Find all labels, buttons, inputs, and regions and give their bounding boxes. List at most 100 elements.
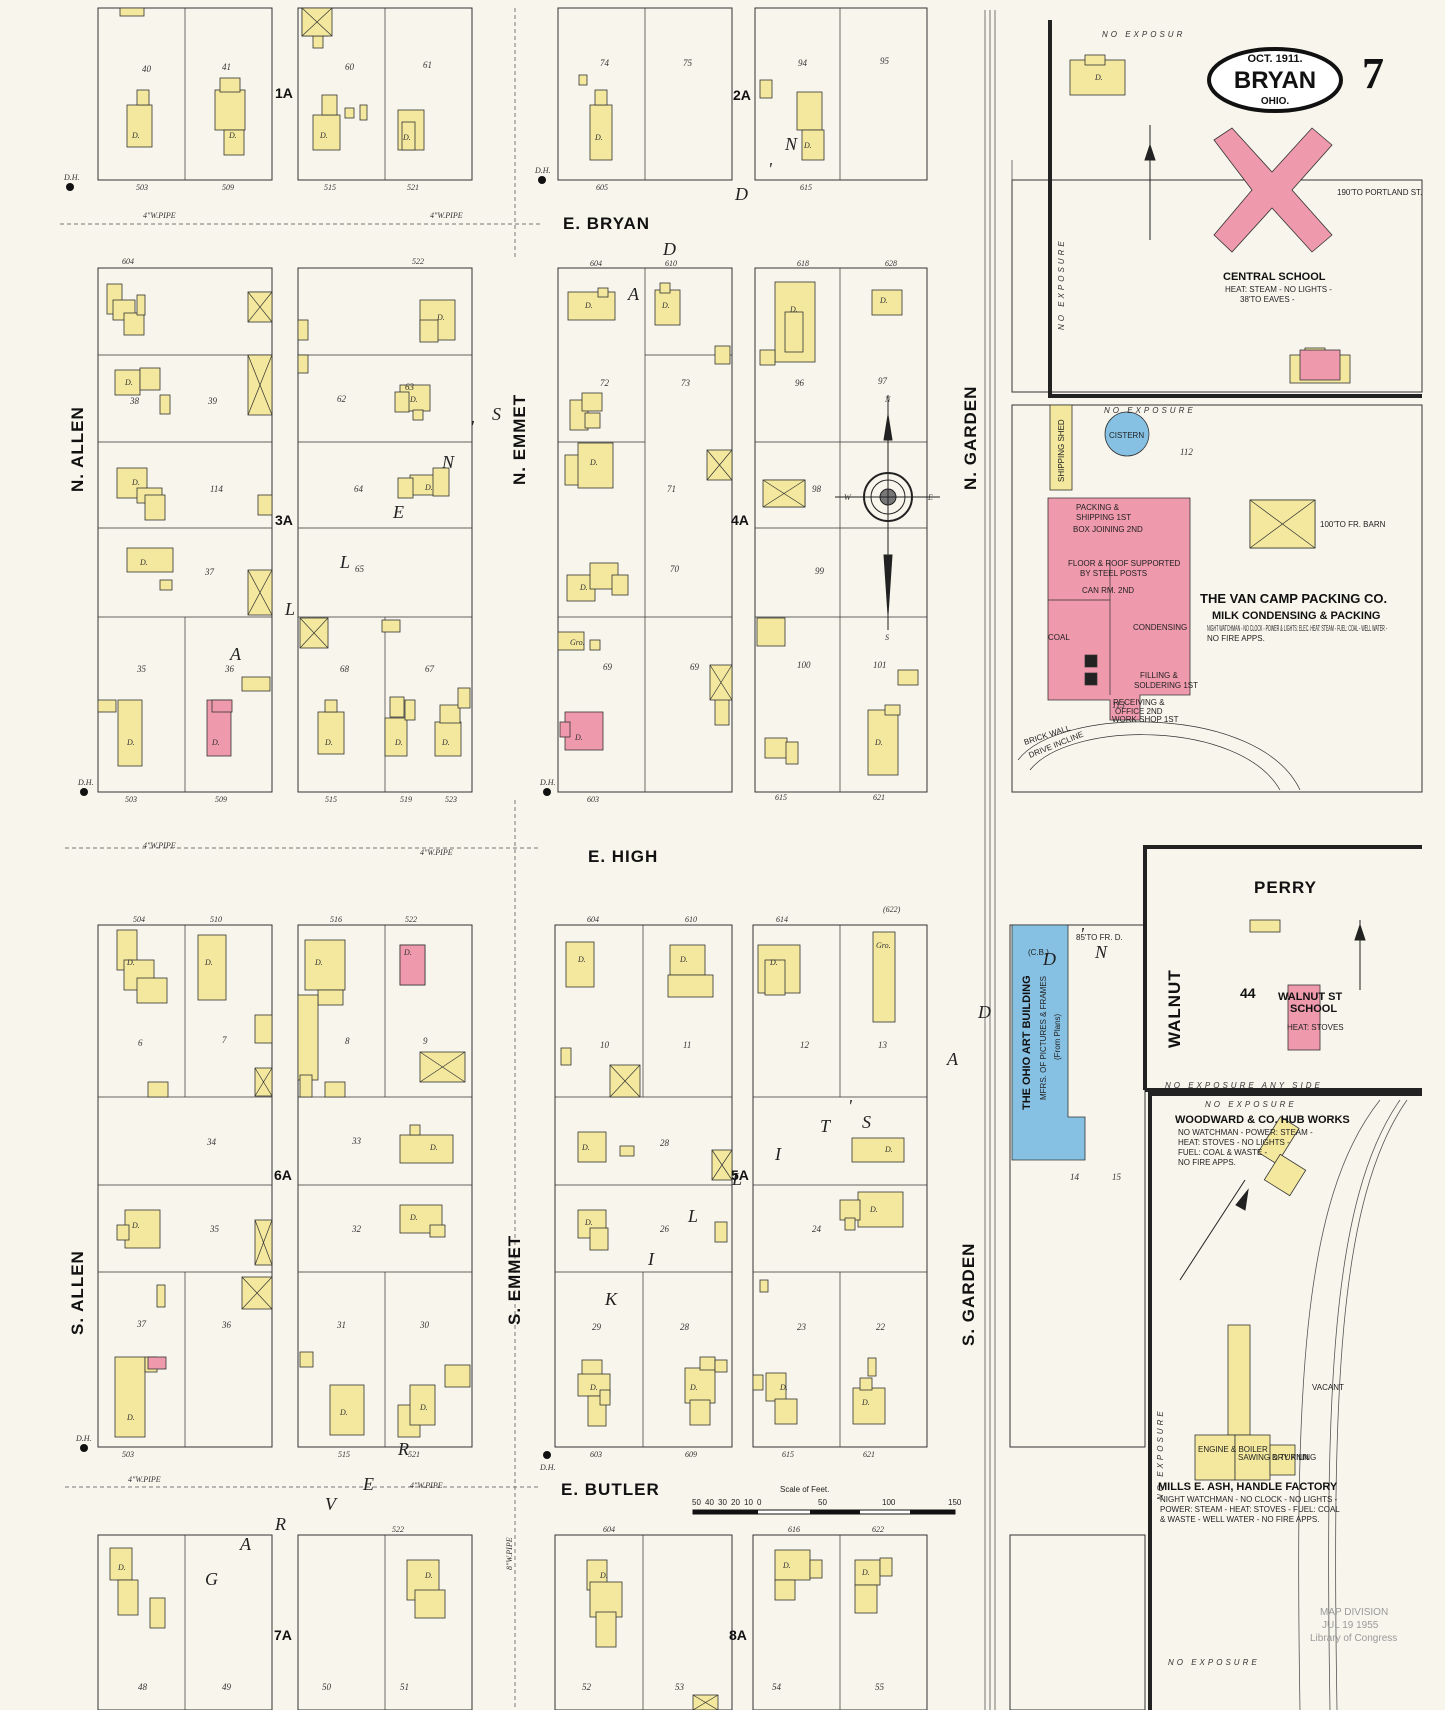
svg-text:622: 622 xyxy=(872,1525,884,1534)
svg-text:69: 69 xyxy=(690,662,700,672)
svg-text:D.: D. xyxy=(599,1571,608,1580)
lot-numbers: 40 41 60 61 74 75 94 95 38 39 62 63 114 … xyxy=(129,56,1193,1692)
svg-text:D.: D. xyxy=(424,1571,433,1580)
svg-text:41: 41 xyxy=(222,62,231,72)
addition-letter: E xyxy=(362,1474,376,1494)
svg-text:Gro.: Gro. xyxy=(876,941,891,950)
svg-text:D.: D. xyxy=(131,1221,140,1230)
svg-text:28: 28 xyxy=(660,1138,670,1148)
svg-text:34: 34 xyxy=(206,1137,217,1147)
svg-text:24: 24 xyxy=(812,1224,822,1234)
svg-text:62: 62 xyxy=(337,394,347,404)
svg-text:621: 621 xyxy=(873,793,885,802)
ohio-art-building xyxy=(1011,924,1086,1161)
exposure-borders xyxy=(1048,20,1422,1710)
dwellings xyxy=(97,7,1351,1648)
brick-buildings xyxy=(147,127,1341,1370)
block-number: 44 xyxy=(1240,985,1256,1001)
svg-text:D.: D. xyxy=(319,131,328,140)
pipe-label: 4"W.PIPE xyxy=(430,211,463,220)
svg-text:510: 510 xyxy=(210,915,222,924)
addition-letter: R xyxy=(397,1439,411,1459)
scale-tick: 50 xyxy=(818,1498,827,1507)
svg-text:98: 98 xyxy=(812,484,822,494)
street-n-emmet: N. EMMET xyxy=(510,394,529,485)
van-camp-room: BY STEEL POSTS xyxy=(1080,569,1147,578)
svg-text:63: 63 xyxy=(405,382,415,392)
addition-letter: R xyxy=(274,1514,288,1534)
handle-factory-note: NIGHT WATCHMAN - NO CLOCK - NO LIGHTS - xyxy=(1160,1495,1338,1504)
svg-text:D.: D. xyxy=(1094,73,1103,82)
van-camp-note: NO FIRE APPS. xyxy=(1207,634,1265,643)
scale-tick: 0 xyxy=(757,1498,762,1507)
svg-text:40: 40 xyxy=(142,64,152,74)
compass-n: N xyxy=(884,395,891,404)
svg-text:12: 12 xyxy=(800,1040,810,1050)
svg-text:D.: D. xyxy=(679,955,688,964)
exposure-note: NO EXPOSURE xyxy=(1168,1658,1260,1667)
svg-text:522: 522 xyxy=(405,915,417,924)
svg-text:616: 616 xyxy=(788,1525,800,1534)
svg-text:610: 610 xyxy=(665,259,677,268)
street-n-allen: N. ALLEN xyxy=(68,406,87,492)
svg-text:628: 628 xyxy=(885,259,897,268)
svg-text:604: 604 xyxy=(603,1525,615,1534)
compass-w: W xyxy=(844,493,852,502)
svg-text:114: 114 xyxy=(210,484,223,494)
svg-text:D.: D. xyxy=(589,458,598,467)
svg-text:D.: D. xyxy=(689,1383,698,1392)
van-camp-room: OFFICE 2ND xyxy=(1115,707,1163,716)
van-camp-room: CAN RM. 2ND xyxy=(1082,586,1134,595)
svg-text:D.: D. xyxy=(339,1408,348,1417)
svg-text:9: 9 xyxy=(423,1036,428,1046)
svg-text:D.: D. xyxy=(124,378,133,387)
svg-text:D.: D. xyxy=(394,738,403,747)
svg-text:71: 71 xyxy=(667,484,676,494)
svg-text:113: 113 xyxy=(1112,700,1125,710)
scale-tick: 100 xyxy=(882,1498,896,1507)
handle-factory-name: MILLS E. ASH, HANDLE FACTORY xyxy=(1158,1481,1338,1493)
central-school-name: CENTRAL SCHOOL xyxy=(1223,271,1326,283)
exposure-note: NO EXPOSUR xyxy=(1102,30,1185,39)
shed-crosses xyxy=(241,7,1316,1710)
block-number: 5A xyxy=(731,1167,749,1183)
addition-letter: A xyxy=(627,284,641,304)
addition-letter: S xyxy=(862,1112,873,1132)
ohio-art-plans: (From Plans) xyxy=(1053,1013,1062,1060)
pipe-label: 4"W.PIPE xyxy=(143,841,176,850)
svg-text:509: 509 xyxy=(215,795,227,804)
block-number: 1A xyxy=(275,85,293,101)
svg-text:112: 112 xyxy=(1180,447,1193,457)
block-number: 6A xyxy=(274,1167,292,1183)
scale-tick: 30 xyxy=(718,1498,727,1507)
svg-text:D.: D. xyxy=(869,1205,878,1214)
handle-factory-room: ENGINE & BOILER xyxy=(1198,1445,1268,1454)
svg-text:503: 503 xyxy=(136,183,148,192)
svg-text:D.: D. xyxy=(789,305,798,314)
exposure-note: NO EXPOSURE xyxy=(1156,1408,1165,1500)
scale-bar xyxy=(692,1509,956,1515)
svg-text:516: 516 xyxy=(330,915,342,924)
pipe-label: 4"W.PIPE xyxy=(128,1475,161,1484)
block-number: 4A xyxy=(731,512,749,528)
svg-text:604: 604 xyxy=(587,915,599,924)
van-camp-room: SHIPPING 1ST xyxy=(1076,513,1131,522)
addition-letter: E xyxy=(392,502,406,522)
svg-text:54: 54 xyxy=(772,1682,782,1692)
svg-text:35: 35 xyxy=(136,664,147,674)
svg-text:Gro.: Gro. xyxy=(570,638,585,647)
svg-text:D.H.: D.H. xyxy=(539,1463,556,1472)
svg-text:615: 615 xyxy=(800,183,812,192)
svg-text:51: 51 xyxy=(400,1682,409,1692)
svg-text:604: 604 xyxy=(122,257,134,266)
pipe-label: 4"W.PIPE xyxy=(410,1481,443,1490)
walnut-school-name: WALNUT ST xyxy=(1278,991,1342,1003)
svg-text:69: 69 xyxy=(603,662,613,672)
svg-text:50: 50 xyxy=(322,1682,332,1692)
van-camp-note: NIGHT WATCHMAN - NO CLOCK - POWER & LIGH… xyxy=(1207,624,1387,633)
svg-text:D.: D. xyxy=(579,583,588,592)
hub-works-note: NO WATCHMAN - POWER: STEAM - xyxy=(1178,1128,1313,1137)
svg-text:D.H.: D.H. xyxy=(534,166,551,175)
